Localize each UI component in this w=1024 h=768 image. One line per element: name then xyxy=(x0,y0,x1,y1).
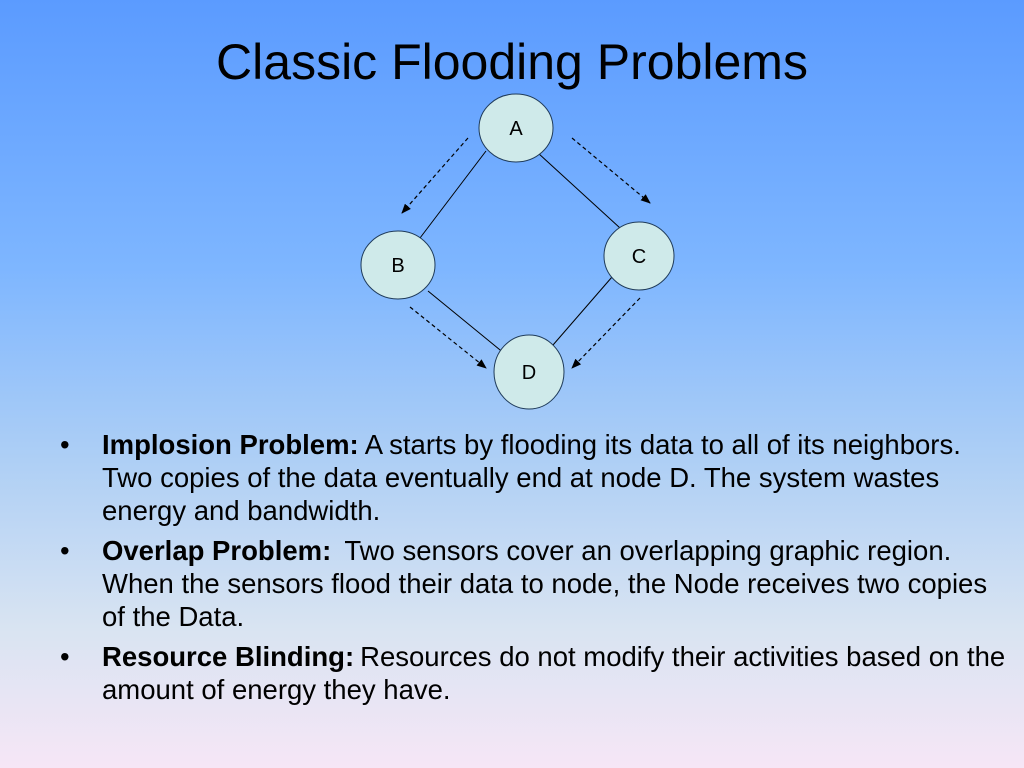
node-b-label: B xyxy=(391,255,404,277)
bullet-text: A starts by flooding its data to all of … xyxy=(102,429,961,526)
flood-arrow-b-d xyxy=(409,306,487,369)
bullet-symbol: • xyxy=(60,429,70,460)
slide-title: Classic Flooding Problems xyxy=(216,34,808,90)
bullet-text: Resources do not modify their activities… xyxy=(102,641,1006,705)
bullet-list: • Implosion Problem:A starts by flooding… xyxy=(60,428,1010,713)
node-a-label: A xyxy=(509,118,523,140)
node-d: D xyxy=(493,334,565,410)
edge-b-d xyxy=(427,290,506,355)
bullet-heading: Resource Blinding: xyxy=(102,641,355,672)
bullet-text: Two sensors cover an overlapping graphic… xyxy=(102,535,988,632)
edge-a-c xyxy=(537,152,621,229)
bullet-item-overlap: • Overlap Problem: Two sensors cover an … xyxy=(60,534,1010,633)
node-c: C xyxy=(603,221,675,291)
bullet-item-resource-blinding: • Resource Blinding:Resources do not mod… xyxy=(60,640,1010,706)
bullet-item-implosion: • Implosion Problem:A starts by flooding… xyxy=(60,428,1010,527)
bullet-symbol: • xyxy=(60,535,70,566)
edge-a-b xyxy=(419,150,487,239)
flood-arrow-c-d xyxy=(571,297,641,369)
bullet-heading: Implosion Problem: xyxy=(102,429,359,460)
bullet-symbol: • xyxy=(60,641,70,672)
node-a: A xyxy=(478,93,554,163)
flood-arrow-a-c xyxy=(571,137,651,204)
node-c-label: C xyxy=(632,246,646,268)
edge-c-d xyxy=(552,276,613,346)
node-b: B xyxy=(360,230,436,300)
flood-arrow-a-b xyxy=(401,137,469,214)
bullet-heading: Overlap Problem: xyxy=(102,535,332,566)
node-d-label: D xyxy=(522,362,536,384)
